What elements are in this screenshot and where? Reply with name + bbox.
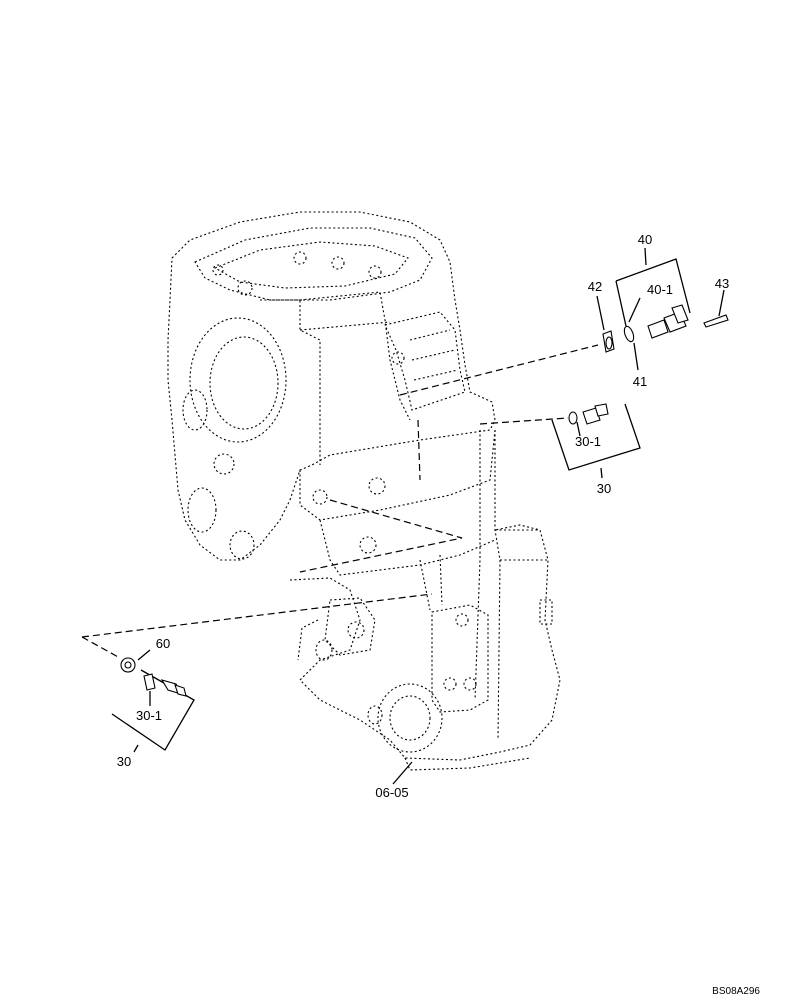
transmission-housing [167,211,561,771]
callout-40: 40 [638,232,652,247]
callout-06-05: 06-05 [375,785,408,800]
callout-40-1: 40-1 [647,282,673,297]
part-group-30-right [551,403,641,479]
sensor-40 [647,304,689,339]
leader-lines [81,344,599,785]
part-41-42-43 [596,289,729,371]
callout-30-left: 30 [117,754,131,769]
callout-30-right: 30 [597,481,611,496]
callout-30-1-right: 30-1 [575,434,601,449]
plug-60 [120,657,136,673]
callout-41: 41 [633,374,647,389]
part-group-30-left [111,649,195,753]
pin-43 [703,314,729,328]
callout-60: 60 [156,636,170,651]
sensor-30-right [568,403,609,425]
callout-labels: 40 40-1 42 43 41 30-1 30 60 30-1 30 06-0… [117,232,761,997]
o-ring-40-1 [623,325,635,343]
sensor-30-left [143,673,187,697]
callout-43: 43 [715,276,729,291]
reference-code: BS08A296 [712,986,760,997]
part-group-40 [615,247,691,343]
callout-30-1-left: 30-1 [136,708,162,723]
callout-42: 42 [588,279,602,294]
